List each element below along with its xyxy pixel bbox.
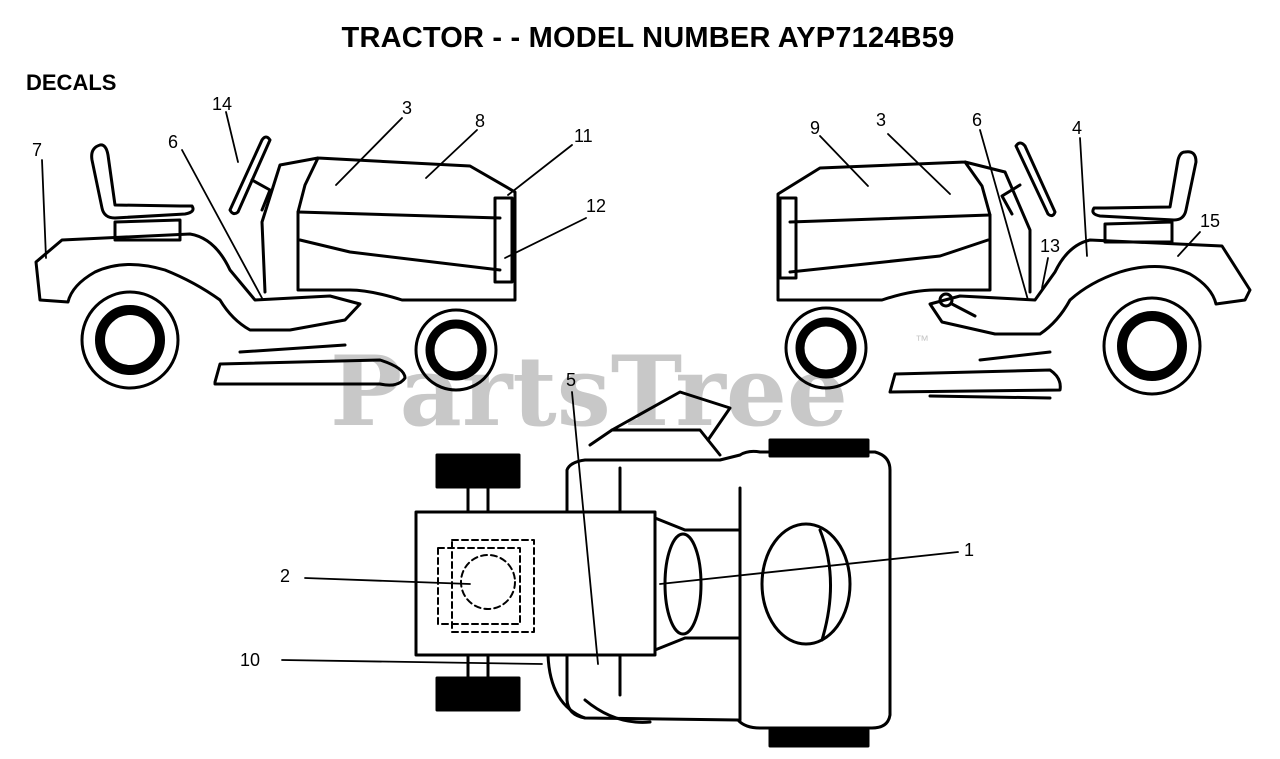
left-side-tractor [34, 135, 517, 392]
section-label: DECALS [26, 70, 117, 95]
callout-6-right: 6 [972, 110, 982, 130]
callout-15: 15 [1200, 211, 1220, 231]
callout-10: 10 [240, 650, 260, 670]
right-side-tractor [776, 141, 1252, 400]
callout-8: 8 [475, 111, 485, 131]
callout-2: 2 [280, 566, 290, 586]
callout-5: 5 [566, 370, 576, 390]
callout-7: 7 [32, 140, 42, 160]
callout-11: 11 [574, 126, 593, 146]
callout-13: 13 [1040, 236, 1060, 256]
watermark: PartsTree [330, 335, 848, 448]
top-view-tractor [414, 390, 892, 748]
callout-labels: 7 6 14 3 8 11 12 9 3 6 4 13 15 5 2 10 1 [32, 94, 1220, 670]
watermark-trademark: ™ [915, 332, 929, 348]
callout-3-left: 3 [402, 98, 412, 118]
callout-12: 12 [586, 196, 606, 216]
callout-9: 9 [810, 118, 820, 138]
leader-lines [41, 111, 1201, 665]
callout-6-left: 6 [168, 132, 178, 152]
page-title: TRACTOR - - MODEL NUMBER AYP7124B59 [341, 22, 955, 54]
callout-3-right: 3 [876, 110, 886, 130]
callout-1: 1 [964, 540, 974, 560]
callout-14: 14 [212, 94, 232, 114]
callout-4: 4 [1072, 118, 1082, 138]
